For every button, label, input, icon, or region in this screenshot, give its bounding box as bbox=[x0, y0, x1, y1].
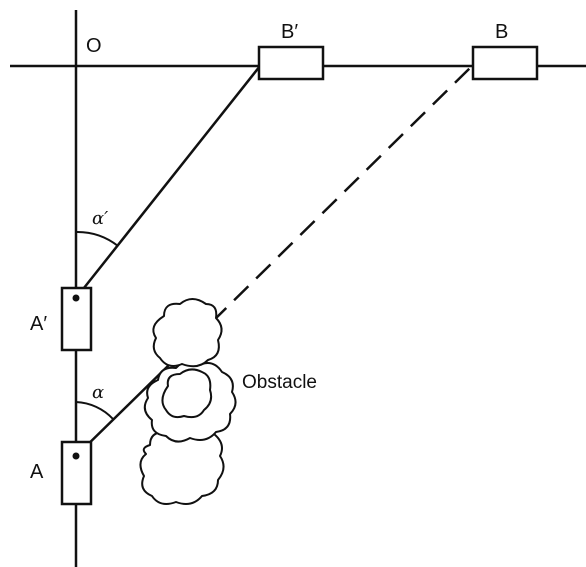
obstacle-bushes bbox=[139, 298, 237, 505]
station-b-prime bbox=[257, 45, 325, 81]
sightline-dashed-to-b bbox=[211, 65, 473, 323]
station-b bbox=[471, 45, 539, 81]
label-a: A bbox=[30, 461, 44, 483]
label-alpha: α bbox=[92, 382, 104, 403]
angle-arc-alpha-prime bbox=[75, 230, 119, 247]
bush-inner bbox=[161, 368, 213, 419]
angle-arc-alpha bbox=[75, 401, 114, 420]
label-obstacle: Obstacle bbox=[242, 372, 317, 393]
label-b-prime: B′ bbox=[281, 21, 298, 43]
label-a-prime: A′ bbox=[30, 313, 47, 335]
label-origin: O bbox=[86, 35, 102, 57]
sightline-a-prime-to-b-prime bbox=[75, 65, 261, 299]
label-alpha-prime: α′ bbox=[92, 208, 108, 229]
station-a bbox=[60, 440, 93, 506]
sightline-a-to-obstacle bbox=[75, 363, 171, 457]
point-a-prime bbox=[72, 294, 80, 302]
bush-top bbox=[152, 298, 223, 368]
point-a bbox=[72, 452, 80, 460]
label-b: B bbox=[495, 21, 508, 43]
